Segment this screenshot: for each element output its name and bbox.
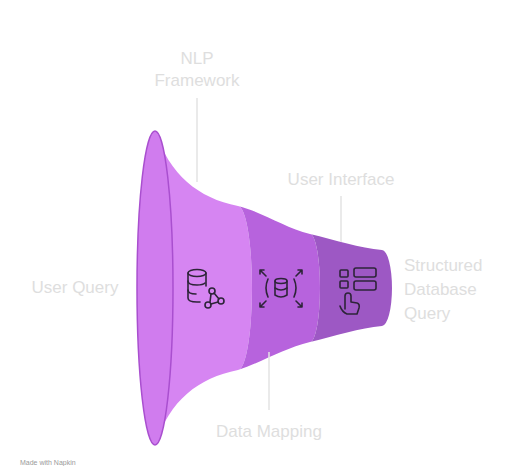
- leader-line: [340, 196, 342, 242]
- funnel-opening: [137, 131, 173, 445]
- band-shape: [236, 204, 316, 374]
- stage-label: User Query: [15, 277, 135, 299]
- stage-label: Structured Database Query: [404, 254, 504, 326]
- funnel-band: NLP Framework: [137, 128, 242, 448]
- leader-line: [196, 98, 198, 182]
- band-fill: [310, 234, 392, 342]
- band-fill: [238, 206, 320, 370]
- band-heading: Data Mapping: [189, 421, 349, 443]
- funnel-band: Data Mapping: [236, 204, 316, 374]
- band-heading: User Interface: [261, 169, 421, 191]
- band-heading: NLP Framework: [142, 48, 252, 92]
- band-shape: [137, 128, 242, 448]
- watermark: Made with Napkin: [20, 458, 140, 466]
- leader-line: [268, 352, 270, 410]
- funnel-band: User Interface: [308, 232, 394, 344]
- band-shape: [308, 232, 394, 344]
